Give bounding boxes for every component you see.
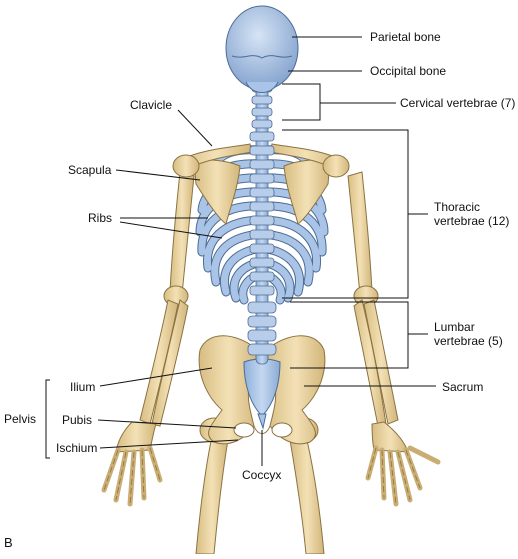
label-ribs: Ribs <box>88 211 113 225</box>
figure-letter: B <box>4 535 13 550</box>
label-ilium: Ilium <box>70 380 96 394</box>
arm-left <box>101 171 195 507</box>
label-sacrum: Sacrum <box>442 380 484 394</box>
scapula-left <box>193 159 241 225</box>
label-parietal-bone: Parietal bone <box>370 30 441 44</box>
leader-pubis <box>97 419 237 429</box>
scapula-right <box>283 159 331 225</box>
leader-ribs-2 <box>119 221 223 239</box>
label-pelvis: Pelvis <box>4 412 37 426</box>
leader-scapula <box>115 169 201 181</box>
label-ischium: Ischium <box>56 441 98 455</box>
leader-ilium <box>99 367 213 387</box>
bracket-pelvis <box>45 379 50 459</box>
label-pubis: Pubis <box>62 413 93 427</box>
leader-clavicle <box>177 109 213 147</box>
leader-ischium <box>99 439 239 449</box>
label-scapula: Scapula <box>68 163 112 177</box>
label-lumbar-line1: Lumbar <box>434 320 475 334</box>
label-clavicle: Clavicle <box>130 98 173 112</box>
label-lumbar-line2: vertebrae (5) <box>434 334 503 348</box>
label-thoracic-line2: vertebrae (12) <box>434 214 510 228</box>
pelvis-bones <box>198 335 326 445</box>
label-occipital-bone: Occipital bone <box>370 64 447 78</box>
label-cervical-vertebrae: Cervical vertebrae (7) <box>400 96 516 110</box>
coccyx-bone <box>257 413 267 430</box>
vertebral-column <box>247 79 277 365</box>
skull <box>225 5 299 93</box>
bracket-lumbar <box>290 301 409 369</box>
bracket-cervical <box>282 83 321 121</box>
label-coccyx: Coccyx <box>242 468 282 482</box>
leader-lines <box>45 36 436 466</box>
label-thoracic-line1: Thoracic <box>434 200 481 214</box>
arm-right <box>347 171 441 507</box>
